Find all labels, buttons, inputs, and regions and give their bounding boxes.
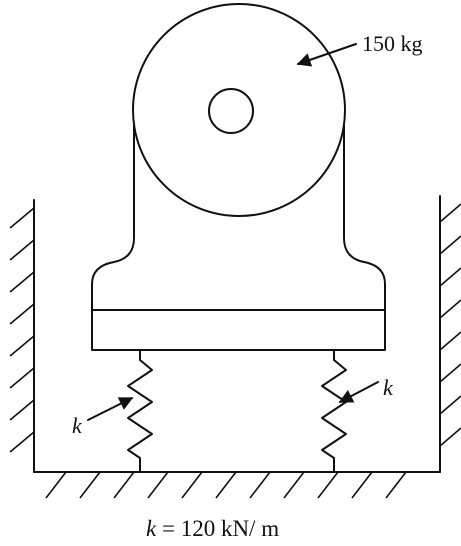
- spring-right-label: k: [383, 375, 394, 400]
- rotor-hub: [208, 88, 254, 134]
- mass-label: 150 kg: [362, 31, 423, 56]
- equation-variable: k: [146, 516, 157, 541]
- spring-right: [321, 349, 347, 473]
- mass-arrow: [296, 43, 357, 67]
- stiffness-equation: k = 120 kN/ m: [146, 516, 279, 541]
- right-wall-hatching: [439, 203, 461, 447]
- left-wall-hatching: [9, 207, 35, 453]
- base-plate: [91, 309, 386, 351]
- equation-value: = 120 kN/ m: [156, 516, 279, 541]
- spring-right-arrow: [338, 381, 379, 403]
- spring-left-arrow: [87, 397, 134, 421]
- spring-left-label: k: [72, 413, 83, 438]
- floor-hatching: [45, 471, 407, 499]
- spring-left: [127, 349, 153, 473]
